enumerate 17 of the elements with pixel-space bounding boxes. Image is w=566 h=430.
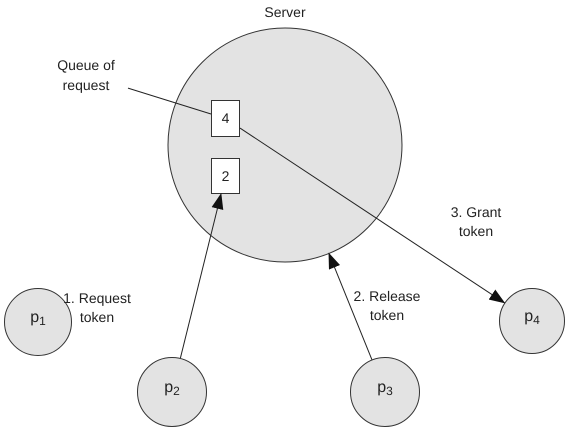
edge-label: 1. Request token	[62, 289, 132, 327]
node-label: p$_{4}$	[524, 307, 540, 329]
arrow	[240, 128, 506, 304]
node-label: p$_{2}$	[164, 378, 180, 400]
node-label: p$_{1}$	[30, 308, 46, 330]
node-label: 4	[222, 109, 230, 128]
callout-text: Queue of request	[44, 55, 128, 95]
arrow	[328, 252, 372, 360]
node-label: p$_{3}$	[377, 378, 393, 400]
queue-box	[211, 100, 240, 137]
queue-box	[211, 158, 240, 194]
arrow	[180, 193, 224, 359]
leader-line	[128, 88, 212, 114]
edge-label: 2. Release token	[352, 287, 422, 325]
node-label: 2	[222, 166, 230, 186]
node-label: Server	[264, 3, 306, 21]
edge-label: 3. Grant token	[450, 203, 502, 241]
